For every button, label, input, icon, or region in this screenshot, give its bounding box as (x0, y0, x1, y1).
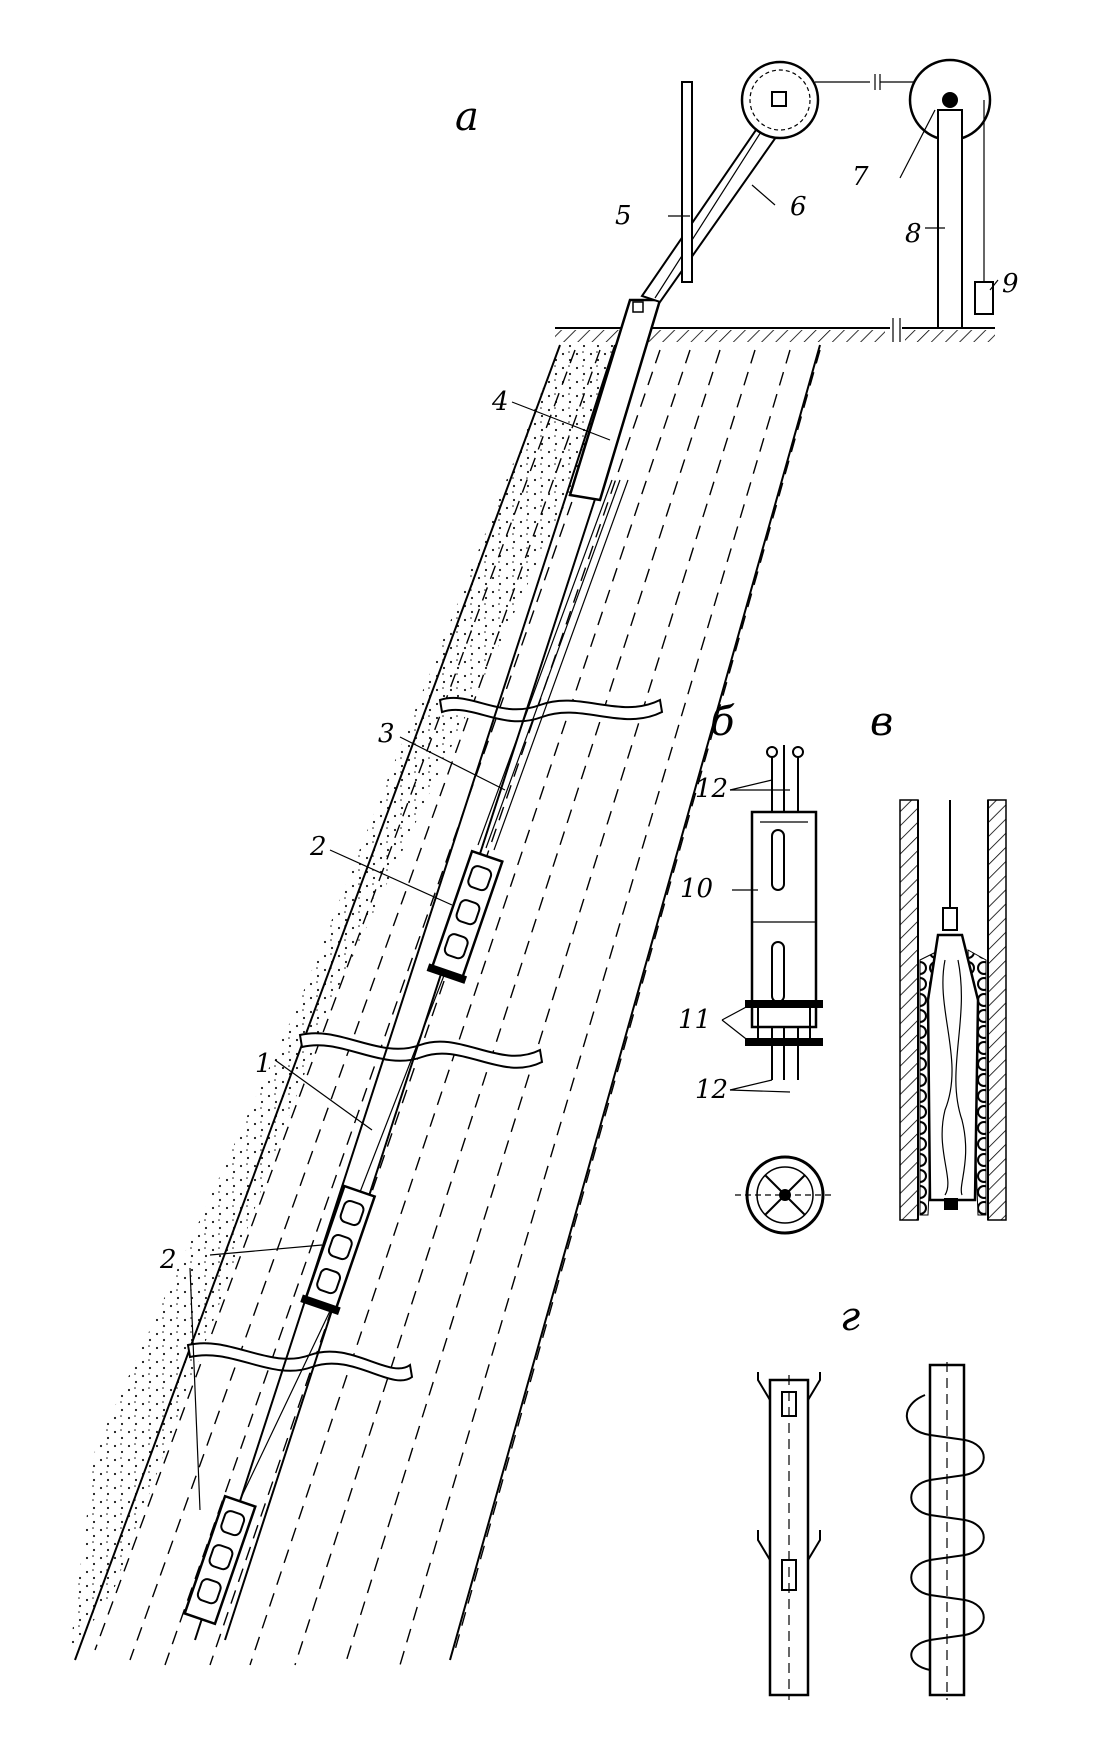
slotted-anchor (757, 1372, 821, 1700)
soil-strata (94, 349, 821, 1666)
callout-4: 4 (491, 387, 509, 417)
boom-pulley (740, 60, 820, 140)
rings-11 (745, 1000, 823, 1046)
leader-lines (189, 109, 999, 1511)
callout-12-bottom: 12 (695, 1075, 728, 1105)
packer-upper (426, 849, 504, 984)
wooden-plug (926, 933, 980, 1202)
panel-a-borehole: 5 6 7 8 9 4 3 2 1 2 а (70, 58, 1019, 1666)
panel-label-b: б (710, 699, 735, 745)
callout-8: 8 (905, 219, 922, 249)
borehole (194, 344, 646, 1641)
callout-9: 9 (1002, 269, 1019, 299)
callout-2-upper: 2 (309, 832, 327, 862)
winch (908, 58, 994, 329)
panel-label-g: г (840, 1294, 860, 1340)
callout-6: 6 (790, 192, 807, 222)
callout-2-lower: 2 (159, 1245, 177, 1275)
spiral-anchor (905, 1362, 985, 1700)
vertical-rod (681, 81, 693, 283)
packer-cross-section (735, 1155, 835, 1235)
hoist-rope (815, 74, 920, 90)
callout-5: 5 (615, 201, 632, 231)
callout-11: 11 (678, 1005, 711, 1035)
callout-12-top: 12 (695, 774, 728, 804)
casing-pipe (568, 298, 662, 502)
packer-lower (183, 1494, 257, 1626)
callout-7: 7 (852, 162, 869, 192)
panel-b-packer-detail: б (678, 699, 835, 1235)
packer-middle (300, 1184, 377, 1316)
callout-3: 3 (378, 719, 395, 749)
panel-g-anchors: г (757, 1294, 985, 1700)
counterweight (974, 281, 994, 315)
panel-label-a: а (455, 94, 479, 140)
callout-10: 10 (680, 874, 713, 904)
sandy-soil-zone (70, 345, 640, 1650)
panel-v-plug: в (870, 699, 1007, 1221)
panel-label-v: в (870, 699, 893, 745)
callout-1: 1 (255, 1049, 272, 1079)
grout-pipes (239, 479, 629, 1501)
